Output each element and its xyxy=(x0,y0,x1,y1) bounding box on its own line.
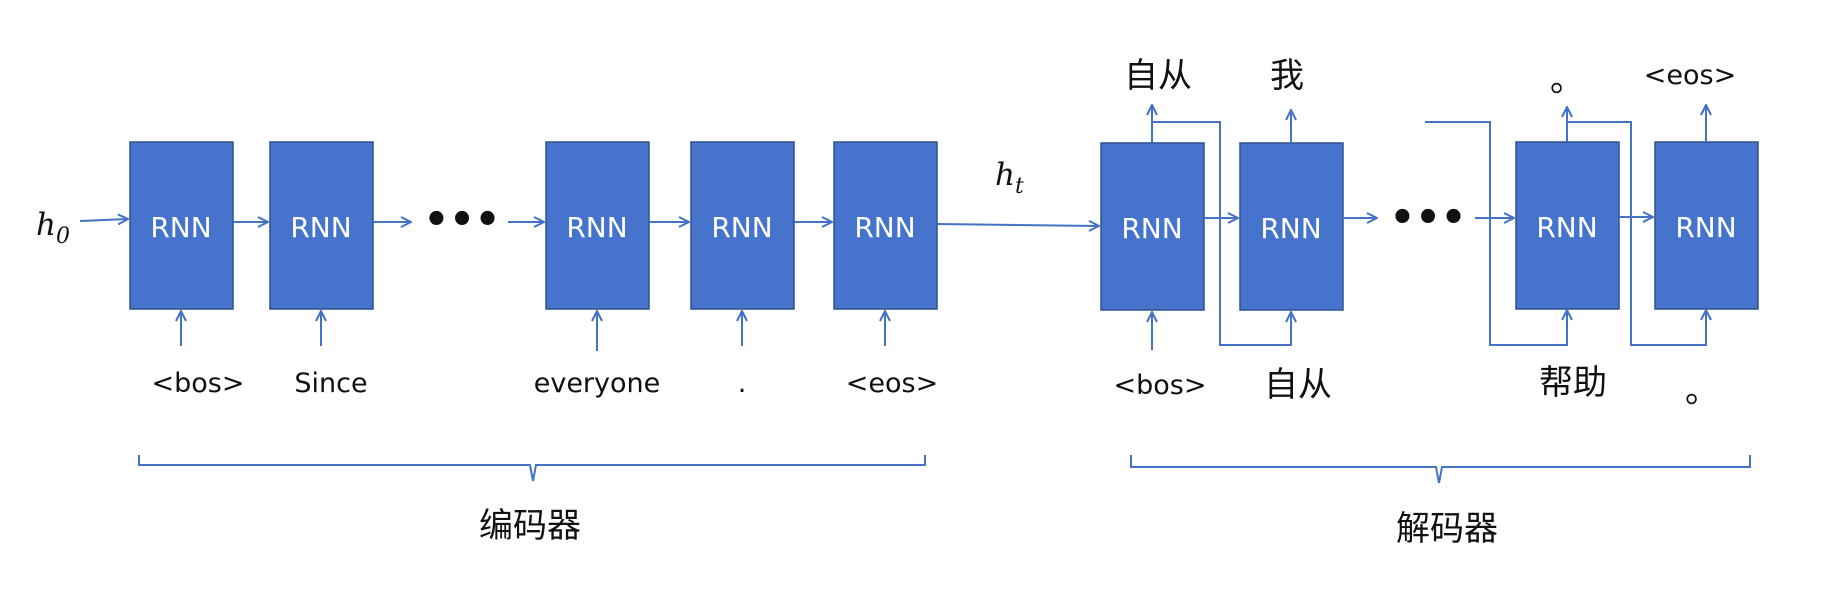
decoder-output-token: <eos> xyxy=(1644,60,1736,91)
encoder-label: 编码器 xyxy=(479,506,581,546)
rnn-label: RNN xyxy=(711,211,772,244)
decoder-output-token: 。 xyxy=(1550,60,1584,100)
feedback-arrow xyxy=(1425,121,1567,346)
encoder-rnn-cell xyxy=(833,141,938,310)
feedback-paths xyxy=(1152,121,1706,346)
ht-label: ht xyxy=(995,157,1024,199)
decoder-rnn-cell xyxy=(1515,141,1620,310)
encoder-input-token: everyone xyxy=(534,368,661,399)
decoder-input-token: 。 xyxy=(1685,371,1719,411)
encoder-input-token: <eos> xyxy=(846,368,938,399)
decoder-brace xyxy=(1130,455,1751,484)
decoder-output-token: 我 xyxy=(1270,56,1304,96)
ellipsis-decoder: ••• xyxy=(1390,195,1467,241)
rnn-label: RNN xyxy=(566,211,627,244)
encoder-input-token: . xyxy=(738,368,747,399)
ellipsis-encoder: ••• xyxy=(424,197,501,243)
encoder-rnn-cell xyxy=(690,141,795,310)
rnn-label: RNN xyxy=(1260,212,1321,245)
encoder-input-token: <bos> xyxy=(152,368,245,399)
h0-label: h0 xyxy=(36,207,70,249)
rnn-label: RNN xyxy=(1675,211,1736,244)
arrow xyxy=(79,219,128,221)
decoder-rnn-cell xyxy=(1654,141,1759,310)
decoder-output-arrows xyxy=(1152,105,1706,143)
decoder-cells: RNN RNN RNN RNN xyxy=(1100,141,1759,311)
encoder-hidden-arrows xyxy=(79,219,832,222)
decoder-input-token: 帮助 xyxy=(1539,363,1607,403)
encoder-brace xyxy=(138,455,926,482)
encoder-cells: RNN RNN RNN RNN RNN xyxy=(129,141,938,310)
encoder-rnn-cell xyxy=(269,141,374,310)
decoder-label: 解码器 xyxy=(1396,509,1498,549)
rnn-label: RNN xyxy=(290,211,351,244)
decoder-rnn-cell xyxy=(1100,142,1205,311)
rnn-label: RNN xyxy=(1121,212,1182,245)
rnn-label: RNN xyxy=(150,211,211,244)
decoder-input-tokens: <bos> 自从 帮助 。 xyxy=(1114,363,1719,411)
decoder-rnn-cell xyxy=(1239,142,1344,311)
decoder-output-token: 自从 xyxy=(1124,56,1192,96)
encoder-rnn-cell xyxy=(129,141,234,310)
feedback-arrow xyxy=(1567,121,1706,346)
decoder-input-token: 自从 xyxy=(1264,365,1332,405)
context-arrow xyxy=(936,224,1099,226)
feedback-arrow xyxy=(1152,121,1291,346)
decoder-hidden-arrows xyxy=(1204,217,1653,218)
encoder-input-token: Since xyxy=(294,368,367,399)
rnn-label: RNN xyxy=(854,211,915,244)
encoder-input-arrows xyxy=(181,311,885,351)
decoder-output-tokens: 自从 我 。 <eos> xyxy=(1124,56,1736,100)
encoder-rnn-cell xyxy=(545,141,650,310)
encoder-input-tokens: <bos> Since everyone . <eos> xyxy=(152,368,939,399)
rnn-label: RNN xyxy=(1536,211,1597,244)
decoder-input-token: <bos> xyxy=(1114,370,1207,401)
